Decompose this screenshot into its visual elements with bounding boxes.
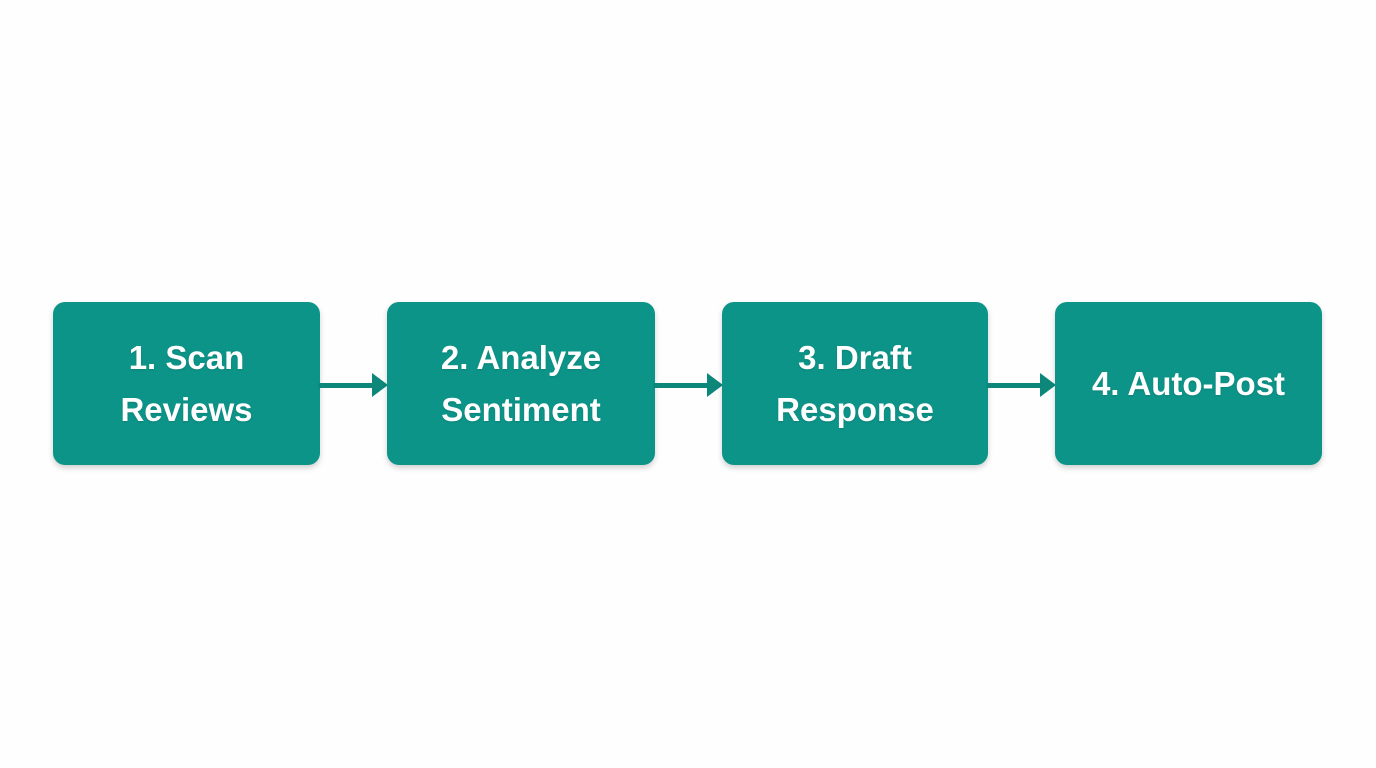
step-label-auto-post: 4. Auto-Post [1091,364,1286,402]
step-label-analyze-sentiment: 2. Analyze Sentiment [440,338,602,428]
step-label-scan-reviews: 1. Scan Reviews [120,338,253,428]
step-box-draft-response: 3. Draft Response [722,302,988,465]
flow-arrow-2 [653,373,723,397]
step-label-draft-response: 3. Draft Response [776,338,934,428]
step-box-analyze-sentiment: 2. Analyze Sentiment [387,302,655,465]
flow-arrow-3 [986,373,1056,397]
arrow-right-icon [1040,373,1056,397]
arrow-line [653,382,709,388]
step-box-auto-post: 4. Auto-Post [1055,302,1322,465]
flow-arrow-1 [318,373,388,397]
arrow-line [318,382,374,388]
step-box-scan-reviews: 1. Scan Reviews [53,302,320,465]
arrow-right-icon [372,373,388,397]
arrow-line [986,382,1042,388]
arrow-right-icon [707,373,723,397]
